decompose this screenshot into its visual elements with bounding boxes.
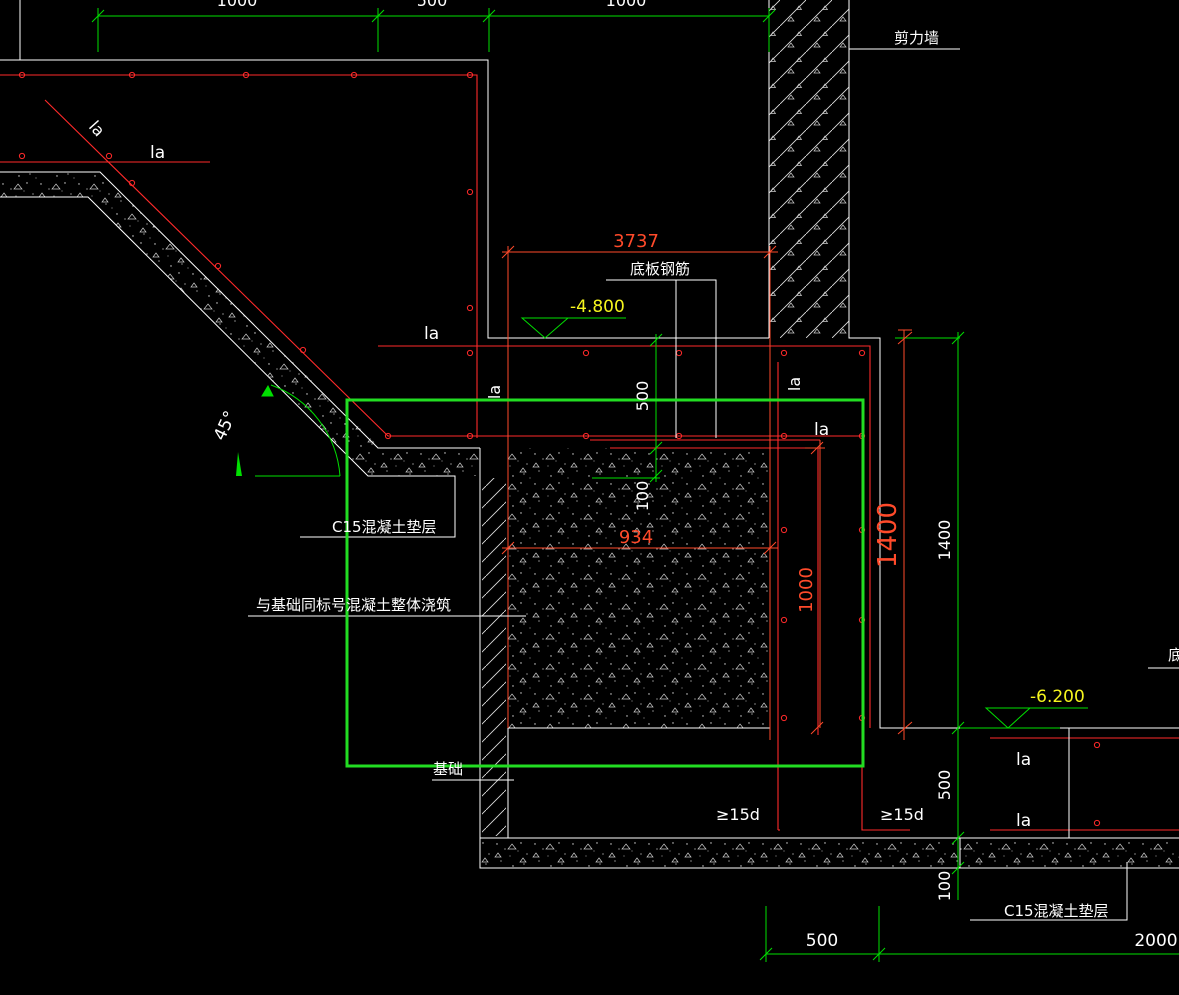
- label-same-grade-pour: 与基础同标号混凝土整体浇筑: [256, 596, 451, 614]
- d15-right: ≥15d: [880, 805, 924, 824]
- dim-top-1000-a: 1000: [217, 0, 258, 10]
- bottom-cushion: [480, 838, 1179, 868]
- leader-lines: [248, 279, 1179, 921]
- label-foundation: 基础: [433, 760, 463, 778]
- dim-width-934: 934: [619, 527, 653, 548]
- la-diag: la: [85, 117, 109, 140]
- dim-top-500: 500: [417, 0, 448, 10]
- dim-bottom-500-h: 500: [806, 931, 838, 951]
- la-upper: la: [150, 143, 165, 163]
- elevation-marker-upper: [520, 317, 626, 339]
- dim-top-1000-b: 1000: [606, 0, 647, 10]
- dim-height-1000: 1000: [796, 567, 817, 613]
- d15-left: ≥15d: [716, 805, 760, 824]
- la-mid: la: [424, 324, 439, 344]
- dim-angle-45: 45°: [210, 408, 241, 444]
- pit-concrete-lower: [508, 548, 770, 728]
- pit-concrete-upper: [508, 448, 770, 548]
- rebar-lines: [0, 74, 1179, 838]
- red-dimensions: [501, 245, 913, 740]
- concrete-fills: [0, 0, 1179, 868]
- dim-bottom-500-v: 500: [935, 770, 954, 801]
- label-right-edge: 底: [1168, 646, 1179, 664]
- la-bottom-a: la: [1016, 750, 1031, 770]
- green-dimensions: [91, 8, 1179, 962]
- la-vert-right: la: [785, 377, 804, 391]
- rebar-dots: [18, 71, 1101, 827]
- dim-bottom-100-v: 100: [935, 871, 954, 902]
- dim-height-500: 500: [633, 381, 652, 412]
- elevation-marker-lower: [984, 707, 1088, 729]
- label-shear-wall: 剪力墙: [894, 29, 939, 47]
- slope-cushion: [0, 172, 480, 476]
- dim-height-1400-green: 1400: [935, 520, 954, 561]
- highlight-box[interactable]: [345, 398, 865, 768]
- la-bottom-b: la: [1016, 811, 1031, 831]
- label-c15-cushion-a: C15混凝土垫层: [332, 518, 437, 536]
- shear-wall-hatch: [769, 0, 849, 338]
- left-soil-hatch: [482, 478, 506, 836]
- dim-height-1400-red: 1400: [873, 502, 903, 568]
- la-vert-left: la: [485, 385, 504, 399]
- label-c15-cushion-b: C15混凝土垫层: [1004, 902, 1109, 920]
- elev-upper: -4.800: [570, 297, 625, 317]
- label-slab-rebar: 底板钢筋: [630, 260, 690, 278]
- elev-lower: -6.200: [1030, 687, 1085, 707]
- dim-width-3737: 3737: [613, 231, 659, 252]
- la-right-top: la: [814, 420, 829, 440]
- dim-height-100: 100: [633, 481, 652, 512]
- dim-bottom-2000-h: 2000: [1134, 931, 1177, 951]
